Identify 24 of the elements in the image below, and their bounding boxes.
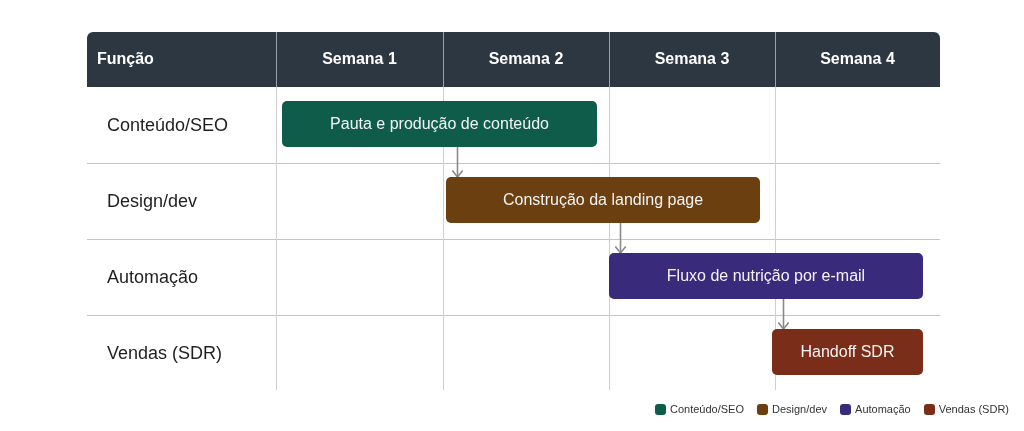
row-label: Conteúdo/SEO [107, 114, 229, 136]
column-heading: Semana 2 [487, 49, 565, 69]
task-label: Pauta e produção de conteúdo [330, 114, 549, 134]
legend-label: Design/dev [772, 402, 828, 416]
column-heading: Semana 3 [653, 49, 731, 69]
arrow [777, 298, 790, 330]
column-heading: Semana 4 [819, 49, 896, 69]
row-label: Vendas (SDR) [107, 341, 223, 364]
column-heading: Função [97, 49, 154, 69]
column-heading: Semana 1 [321, 49, 398, 69]
arrow [451, 146, 464, 178]
legend-label: Conteúdo/SEO [670, 402, 744, 416]
legend-label: Automação [855, 402, 911, 416]
task-bar [772, 329, 923, 375]
arrow [614, 222, 627, 254]
row-label: Design/dev [107, 190, 198, 212]
task-label: Construção da landing page [502, 190, 704, 210]
task-bar [282, 101, 597, 147]
task-label: Handoff SDR [800, 342, 895, 362]
task-bar [609, 253, 923, 299]
task-bar [446, 177, 760, 223]
row-label: Automação [107, 266, 199, 288]
task-label: Fluxo de nutrição por e-mail [666, 266, 866, 286]
legend-label: Vendas (SDR) [938, 402, 1009, 416]
